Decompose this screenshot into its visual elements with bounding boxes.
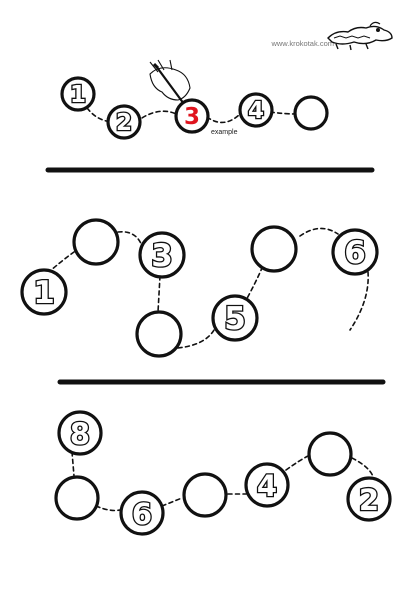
row3-node-4 [182,472,228,518]
row3-node-2 [54,475,100,521]
hand-with-pencil-icon [149,59,191,105]
node-number: 1 [70,82,86,108]
row3-node-3: 6 [119,490,165,536]
row2-node-7: 6 [331,228,379,276]
node-number: 1 [33,275,55,311]
connector-path [41,227,369,349]
node-number-highlighted: 3 [184,104,200,130]
node-number: 6 [132,497,152,531]
example-caption: example [211,129,238,136]
connector-path [79,94,297,124]
node-number: 6 [344,235,366,271]
crocodile-logo-icon [327,21,393,51]
row2-node-3: 3 [138,231,186,279]
node-number: 4 [257,469,277,503]
website-label: www.krokotak.com [271,39,334,48]
node-number: 2 [359,483,379,517]
row3-node-7: 2 [346,476,392,522]
row2-node-5: 5 [211,294,259,342]
node-number: 3 [151,238,173,274]
row3-node-1: 8 [57,410,103,456]
example-node-1: 1 [60,76,96,112]
row2-node-2 [72,218,120,266]
node-number: 5 [224,301,246,337]
connector-path [71,451,375,512]
row2-node-4 [135,310,183,358]
node-number: 8 [70,417,90,451]
example-node-2: 2 [106,104,142,140]
example-node-3: 3 [174,98,210,134]
example-node-5 [293,95,329,131]
node-number: 4 [248,98,264,124]
row2-node-6 [250,225,298,273]
row2-node-1: 1 [20,268,68,316]
row3-node-5: 4 [244,462,290,508]
row3-node-6 [307,431,353,477]
example-node-4: 4 [238,92,274,128]
node-number: 2 [116,110,132,136]
